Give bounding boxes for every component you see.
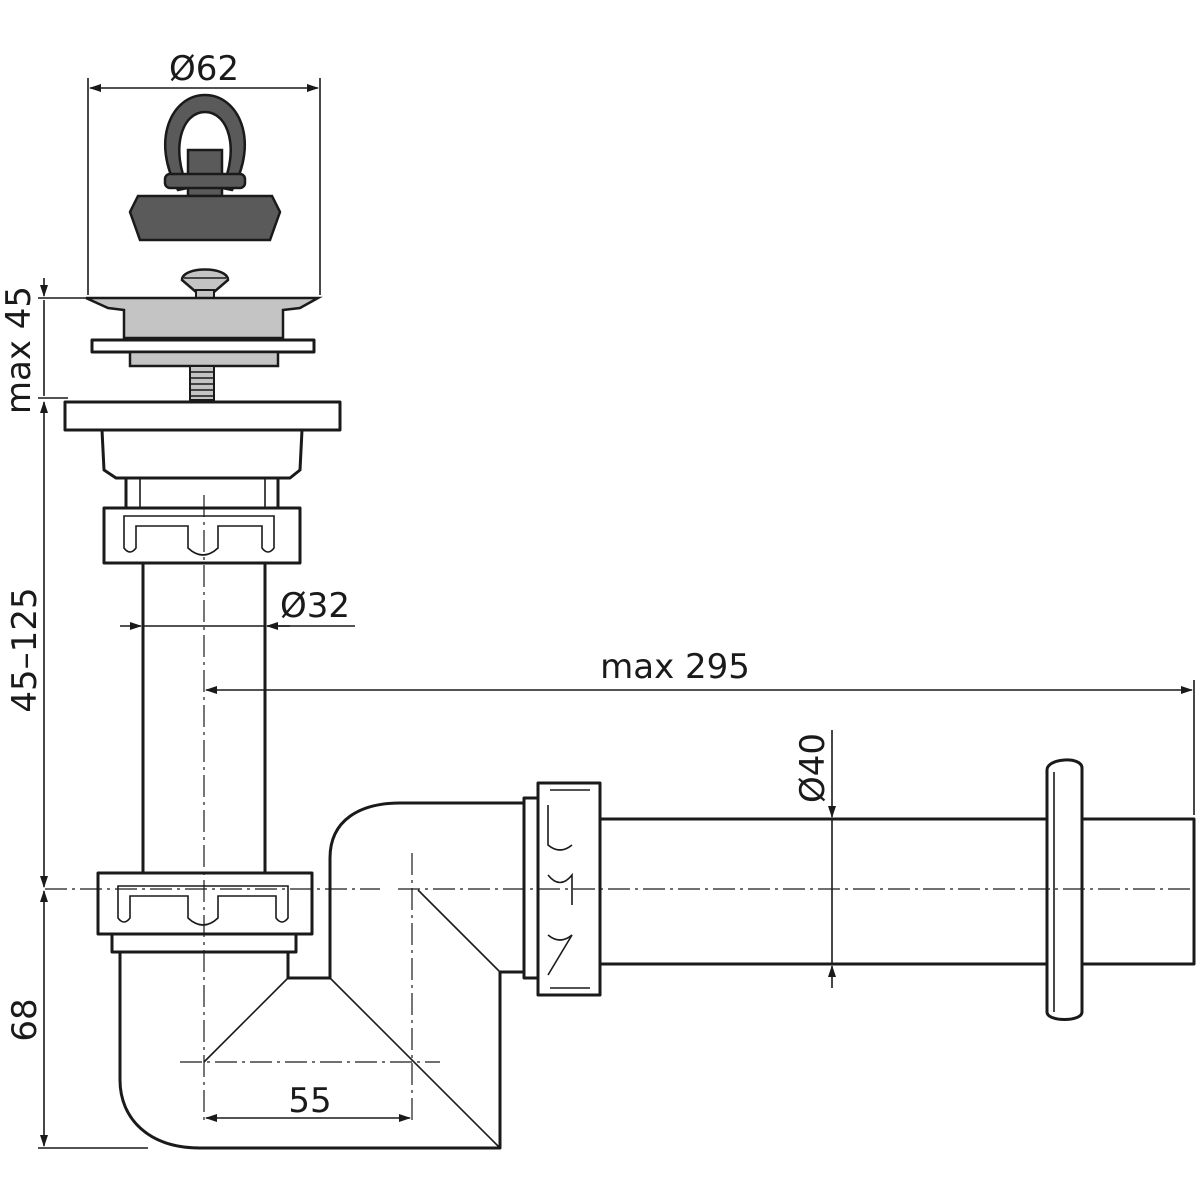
strainer-cup xyxy=(85,296,323,340)
outlet-tube xyxy=(598,817,1196,966)
plug-pin xyxy=(163,172,247,190)
dim-strainer-height: max 45 xyxy=(0,278,90,414)
strainer-threaded-bolt xyxy=(189,365,215,401)
wall-rosette xyxy=(1045,758,1084,1021)
label-trap-height: 68 xyxy=(5,998,45,1041)
label-plug-diameter: Ø62 xyxy=(169,49,239,89)
plug-ring-handle xyxy=(163,93,247,192)
strainer-bottom-cup xyxy=(128,350,280,368)
strainer-screw-head xyxy=(180,268,230,294)
dim-inlet-tube-diameter: Ø32 xyxy=(120,586,355,630)
dim-outlet-length: max 295 xyxy=(205,647,1195,815)
label-outlet-tube-diameter: Ø40 xyxy=(793,733,833,803)
dim-inlet-length: 45–125 xyxy=(5,401,48,888)
rubber-plug xyxy=(128,93,282,242)
dim-trap-offset: 55 xyxy=(205,1081,411,1122)
strainer-flange-plate xyxy=(90,338,316,354)
label-outlet-length: max 295 xyxy=(600,647,750,687)
label-inlet-tube-diameter: Ø32 xyxy=(280,586,350,626)
plug-body xyxy=(128,194,282,242)
dim-trap-height: 68 xyxy=(5,890,148,1149)
sink-flange xyxy=(63,400,342,432)
label-inlet-length: 45–125 xyxy=(5,587,45,712)
label-trap-offset: 55 xyxy=(288,1081,331,1121)
label-strainer-height: max 45 xyxy=(0,286,39,414)
waste-outlet-body xyxy=(63,400,342,510)
center-lines xyxy=(45,495,1195,1120)
upper-union-nut xyxy=(102,506,302,565)
outlet-body-neck xyxy=(124,476,280,510)
dim-outlet-tube-diameter: Ø40 xyxy=(793,730,836,988)
outlet-body-cone xyxy=(100,428,304,480)
strainer-assembly xyxy=(85,268,323,401)
dim-plug-diameter: Ø62 xyxy=(87,49,321,295)
lower-union-nut xyxy=(96,871,314,954)
